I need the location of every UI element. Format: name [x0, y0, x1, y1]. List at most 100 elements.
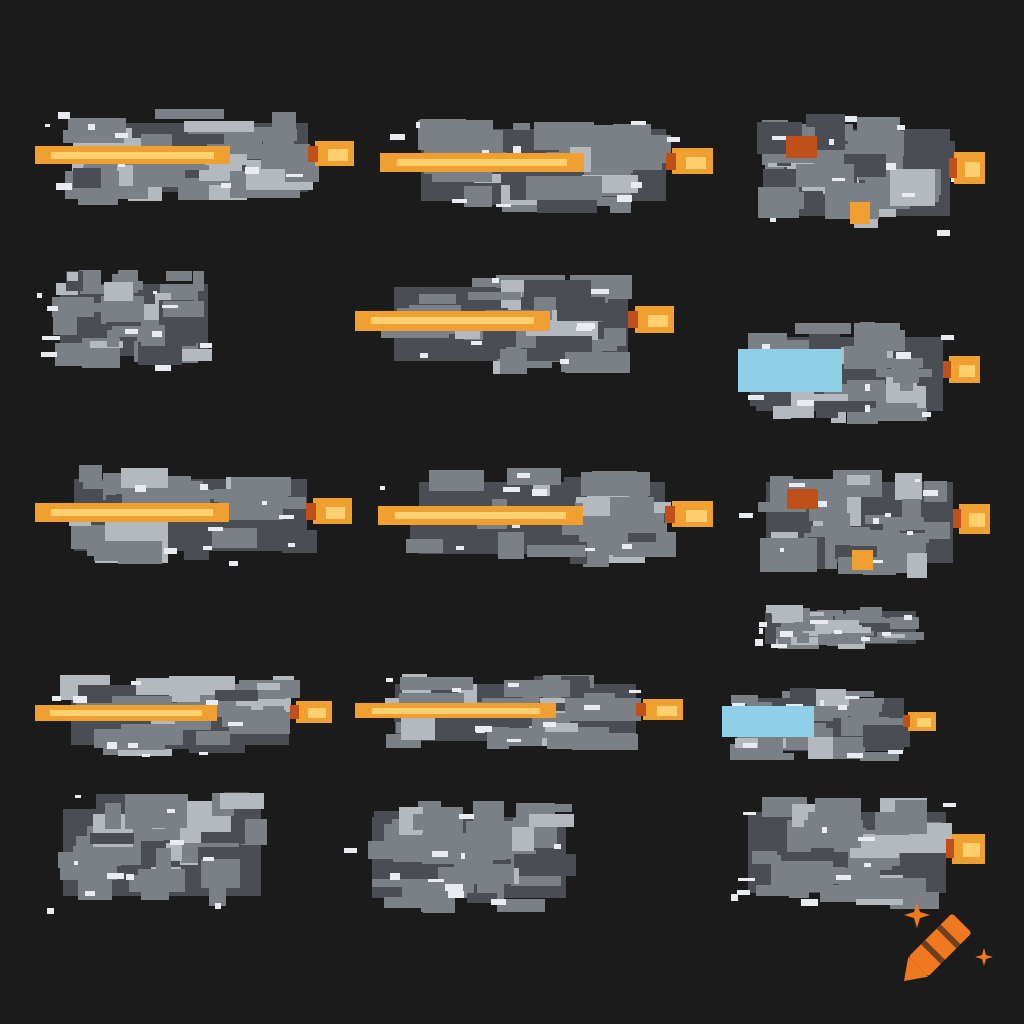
- hull-plate: [78, 195, 118, 205]
- ship-r4-c2: [355, 674, 683, 750]
- engine-core-glow: [51, 152, 214, 159]
- hull-plate: [861, 698, 884, 704]
- exhaust-flame-core: [917, 718, 931, 727]
- hull-highlight: [873, 518, 879, 524]
- hull-highlight: [208, 527, 223, 531]
- hull-plate: [851, 627, 871, 633]
- hull-plate: [526, 732, 598, 738]
- ship-r3-c1: [35, 465, 352, 566]
- hull-plate: [902, 499, 921, 520]
- hull-plate: [534, 297, 556, 310]
- hull-highlight: [737, 890, 750, 895]
- hull-highlight: [229, 561, 238, 566]
- hull-highlight: [896, 352, 911, 359]
- hull-highlight: [865, 384, 870, 391]
- hull-plate: [824, 620, 859, 629]
- hull-plate: [105, 803, 121, 829]
- hull-highlight: [432, 851, 448, 857]
- hull-highlight: [554, 844, 561, 849]
- exhaust-flame-edge: [946, 839, 954, 858]
- hull-highlight: [445, 884, 463, 891]
- hull-highlight: [543, 722, 556, 727]
- hull-plate: [261, 144, 310, 169]
- hull-plate: [760, 538, 817, 572]
- hull-highlight: [496, 204, 511, 207]
- hull-highlight: [42, 336, 60, 340]
- hull-plate: [526, 176, 602, 200]
- hull-plate: [193, 271, 204, 291]
- hull-plate: [748, 753, 794, 760]
- hull-plate: [766, 605, 803, 613]
- hull-plate: [67, 272, 78, 281]
- ship-r1-c2: [380, 119, 713, 213]
- hull-plate: [112, 274, 127, 284]
- hull-plate: [138, 342, 182, 365]
- hull-highlight: [836, 875, 851, 880]
- hull-plate: [822, 401, 876, 412]
- hull-highlight: [503, 487, 520, 492]
- ship-r5-c1: [47, 792, 267, 914]
- hull-highlight: [815, 501, 827, 507]
- hull-plate: [117, 165, 133, 186]
- hull-plate: [795, 323, 851, 334]
- hull-highlight: [115, 133, 128, 138]
- hull-plate: [504, 680, 570, 697]
- hull-highlight: [517, 473, 530, 478]
- hull-plate: [90, 341, 123, 348]
- hull-highlight: [820, 700, 824, 706]
- hull-plate: [731, 695, 758, 704]
- exhaust-flame-edge: [306, 503, 316, 520]
- exhaust-flame-core: [326, 507, 345, 519]
- hull-plate: [419, 294, 456, 304]
- hull-plate: [513, 123, 530, 130]
- hull-highlight: [228, 722, 243, 726]
- hull-highlight: [780, 548, 784, 552]
- engine-core-glow: [395, 512, 566, 519]
- hull-plate: [836, 698, 849, 706]
- hull-highlight: [834, 630, 842, 634]
- hull-plate: [121, 864, 138, 875]
- hull-highlight: [770, 218, 776, 222]
- hull-highlight: [155, 365, 171, 371]
- hull-plate: [184, 121, 254, 132]
- hull-plate: [68, 118, 126, 136]
- hull-highlight: [215, 903, 221, 909]
- exhaust-flame-edge: [290, 705, 299, 719]
- engine-core-glow: [371, 317, 534, 324]
- ship-r1-c3: [757, 114, 985, 236]
- hull-plate: [55, 343, 88, 366]
- hull-plate: [809, 506, 832, 521]
- hull-highlight: [507, 739, 521, 742]
- exhaust-flame-edge: [949, 158, 957, 178]
- energy-core: [738, 349, 842, 392]
- hull-highlight: [732, 703, 745, 708]
- hull-plate: [400, 677, 473, 690]
- hull-plate: [196, 731, 230, 745]
- hull-highlight: [152, 331, 162, 337]
- hull-plate: [181, 490, 242, 499]
- hull-highlight: [858, 837, 875, 841]
- hull-highlight: [738, 878, 755, 881]
- hull-plate: [890, 169, 935, 206]
- hull-highlight: [386, 678, 393, 682]
- hull-plate: [562, 523, 611, 535]
- hull-highlight: [797, 400, 814, 406]
- exhaust-flame-edge: [953, 509, 961, 528]
- hull-highlight: [85, 891, 95, 896]
- hull-plate: [572, 734, 638, 750]
- hull-plate: [482, 698, 539, 707]
- hull-highlight: [915, 479, 920, 482]
- hull-highlight: [167, 809, 175, 813]
- hull-highlight: [943, 803, 956, 807]
- hull-plate: [846, 610, 880, 620]
- hull-plate: [549, 126, 568, 144]
- hull-plate: [818, 634, 838, 645]
- hull-highlight: [47, 908, 54, 914]
- hull-plate: [844, 154, 886, 177]
- hull-highlight: [88, 124, 95, 130]
- hull-plate: [790, 688, 816, 706]
- hull-plate: [151, 794, 188, 823]
- hull-highlight: [203, 857, 214, 861]
- hull-highlight: [420, 353, 428, 358]
- exhaust-flame-core: [328, 149, 348, 161]
